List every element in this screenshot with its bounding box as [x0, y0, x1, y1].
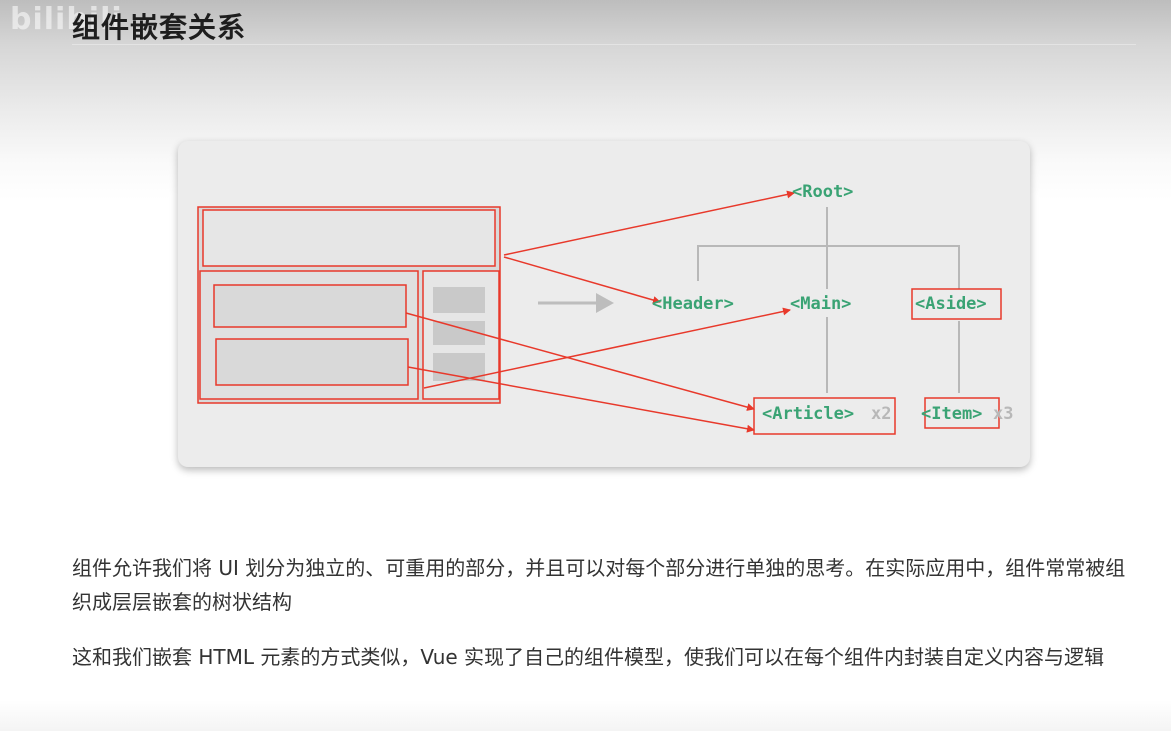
layout-article-box-1: [213, 284, 407, 328]
node-root: <Root>: [792, 182, 853, 202]
item-multiplier: x3: [993, 404, 1013, 424]
node-aside: <Aside>: [915, 294, 987, 314]
arrow-to-article-1: [405, 312, 755, 411]
layout-header-box: [202, 209, 496, 267]
node-main: <Main>: [790, 294, 851, 314]
layout-mockup: [197, 206, 501, 404]
item-highlight: [924, 397, 1000, 429]
node-article: <Article>: [762, 404, 854, 424]
node-highlights: [753, 288, 1002, 435]
description-paragraph-1: 组件允许我们将 UI 划分为独立的、可重用的部分，并且可以对每个部分进行单独的思…: [72, 556, 1126, 614]
description-paragraph-2: 这和我们嵌套 HTML 元素的方式类似，Vue 实现了自己的组件模型，使我们可以…: [72, 645, 1105, 669]
layout-article-box-2: [215, 338, 409, 386]
article-multiplier: x2: [871, 404, 891, 424]
article-highlight: [753, 397, 896, 435]
connector-branch: [697, 245, 960, 289]
transform-arrow-icon: [538, 293, 614, 313]
layout-item-1: [433, 287, 485, 313]
node-header: <Header>: [652, 294, 734, 314]
title-divider: [72, 44, 1136, 45]
component-tree-diagram: <Root> <Header> <Main> <Aside> <Article>…: [197, 182, 1013, 435]
aside-highlight: [911, 288, 1002, 320]
arrow-to-header: [503, 256, 661, 304]
arrow-to-main: [423, 307, 791, 389]
tree-connectors: [697, 207, 960, 393]
page-title: 组件嵌套关系: [72, 11, 247, 44]
node-item: <Item>: [921, 404, 982, 424]
mapping-arrows: [405, 190, 795, 433]
watermark-logo: bilibili: [10, 2, 123, 37]
arrow-to-root: [503, 190, 795, 256]
arrow-to-article-2: [407, 366, 755, 433]
